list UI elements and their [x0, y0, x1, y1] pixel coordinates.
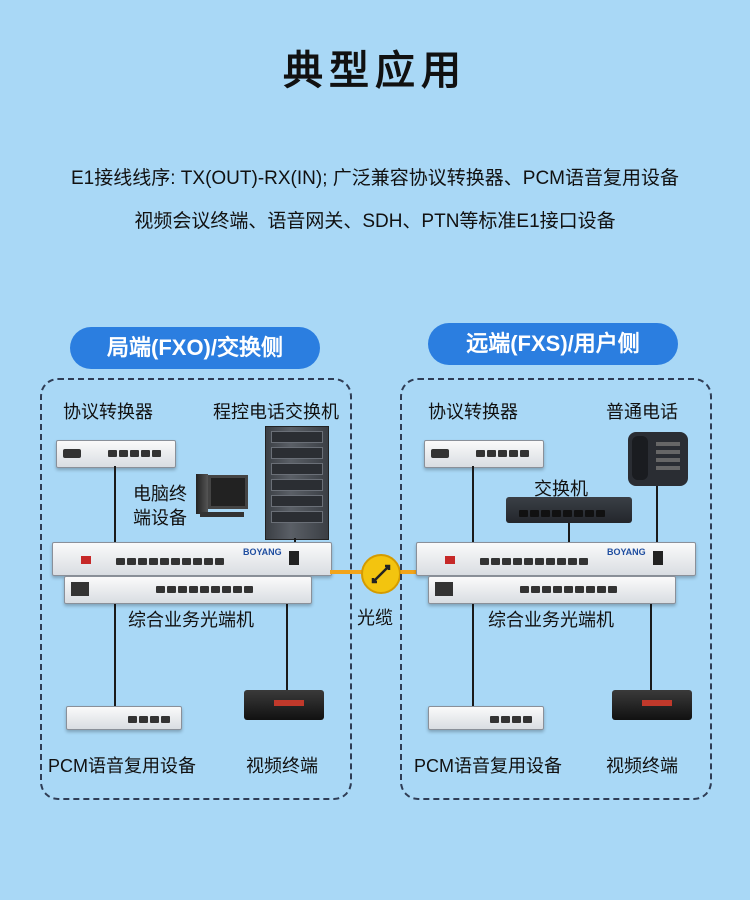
- right-pcm-label: PCM语音复用设备: [414, 752, 562, 778]
- left-connector-bottom-2: [286, 602, 288, 690]
- right-protocol-converter-device: [424, 440, 544, 468]
- right-protocol-converter-label: 协议转换器: [428, 398, 518, 424]
- computer-label-line-1: 电脑终: [133, 482, 187, 506]
- right-pcm-device: [428, 706, 544, 730]
- left-video-device: [244, 690, 324, 720]
- description-line-1: E1接线线序: TX(OUT)-RX(IN); 广泛兼容协议转换器、PCM语音复…: [0, 163, 750, 190]
- left-pcm-device: [66, 706, 182, 730]
- right-connector-top-3: [656, 486, 658, 544]
- left-optical-terminal-label: 综合业务光端机: [128, 606, 254, 632]
- right-connector-bottom-2: [650, 602, 652, 690]
- left-brand-label: BOYANG: [243, 547, 282, 557]
- switch-label: 交换机: [534, 475, 588, 501]
- left-region-header: 局端(FXO)/交换侧: [70, 327, 320, 369]
- left-pcm-label: PCM语音复用设备: [48, 752, 196, 778]
- description-line-2: 视频会议终端、语音网关、SDH、PTN等标准E1接口设备: [0, 206, 750, 233]
- left-video-label: 视频终端: [246, 752, 318, 778]
- right-connector-top-2: [568, 523, 570, 544]
- computer-tower: [196, 474, 208, 514]
- right-connector-bottom-1: [472, 602, 474, 706]
- right-brand-label: BOYANG: [607, 547, 646, 557]
- computer-label: 电脑终 端设备: [133, 482, 187, 530]
- left-optical-terminal-back: [64, 576, 312, 604]
- phone-device: [628, 432, 688, 486]
- fiber-cable-icon: [361, 554, 401, 594]
- right-video-device: [612, 690, 692, 720]
- left-connector-bottom-1: [114, 602, 116, 706]
- right-optical-terminal-label: 综合业务光端机: [488, 606, 614, 632]
- computer-keyboard: [200, 512, 244, 517]
- computer-monitor: [208, 475, 248, 509]
- right-connector-top-1: [472, 466, 474, 544]
- right-optical-terminal-back: [428, 576, 676, 604]
- computer-label-line-2: 端设备: [133, 506, 187, 530]
- left-pbx-device: [265, 426, 329, 540]
- left-pbx-label: 程控电话交换机: [213, 398, 339, 424]
- left-connector-top-1: [114, 466, 116, 544]
- left-optical-terminal-front: BOYANG: [52, 542, 332, 576]
- left-protocol-converter-label: 协议转换器: [63, 398, 153, 424]
- right-optical-terminal-front: BOYANG: [416, 542, 696, 576]
- right-phone-label: 普通电话: [606, 398, 678, 424]
- right-video-label: 视频终端: [606, 752, 678, 778]
- right-region-header: 远端(FXS)/用户侧: [428, 323, 678, 365]
- page-title: 典型应用: [0, 38, 750, 96]
- left-protocol-converter-device: [56, 440, 176, 468]
- cable-label: 光缆: [357, 604, 393, 630]
